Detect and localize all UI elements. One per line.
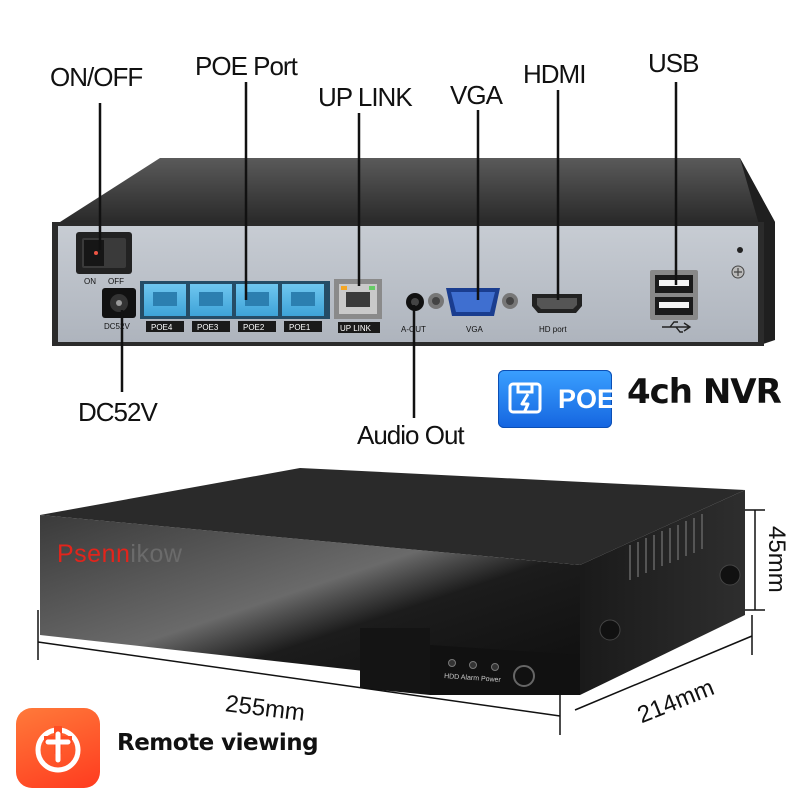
hdmi-label: HDMI xyxy=(523,59,586,89)
poe-plug-icon xyxy=(508,382,542,414)
dc52v-label: DC52V xyxy=(78,397,158,427)
poe-port-3 xyxy=(190,284,232,316)
rear-panel-illustration xyxy=(52,82,775,418)
hd-port-panel-text: HD port xyxy=(539,325,567,334)
device-front-illustration xyxy=(37,468,765,735)
height-dimension: 45mm xyxy=(763,526,790,593)
poe-port-1 xyxy=(282,284,324,316)
power-led xyxy=(491,663,499,671)
on-off-label: ON/OFF xyxy=(50,62,143,92)
indicator-dot xyxy=(737,247,743,253)
usb-ports xyxy=(650,270,698,320)
uplink-panel-text: UP LINK xyxy=(340,324,371,333)
dc-panel-text: DC52V xyxy=(104,322,130,331)
remote-viewing-text: Remote viewing xyxy=(117,730,319,756)
usb-label: USB xyxy=(648,48,699,78)
poe-port-2 xyxy=(236,284,278,316)
poe-badge: POE xyxy=(498,370,616,428)
vga-panel-text: VGA xyxy=(466,325,483,334)
up-link-label: UP LINK xyxy=(318,82,413,112)
alarm-led xyxy=(469,661,477,669)
usb-symbol-icon xyxy=(662,321,692,333)
poe3-text: POE3 xyxy=(197,323,219,332)
brand-grey-part: ikow xyxy=(130,540,183,568)
vga-label: VGA xyxy=(450,80,503,110)
poe4-text: POE4 xyxy=(151,323,173,332)
brand-red-part: Psenn xyxy=(57,540,131,568)
audio-out-label: Audio Out xyxy=(357,420,465,450)
front-button xyxy=(513,665,535,687)
switch-off-text: OFF xyxy=(108,277,124,286)
callout-lines xyxy=(98,82,678,418)
dimension-lines xyxy=(37,509,765,735)
poe-port-4 xyxy=(144,284,186,316)
tuya-app-icon xyxy=(16,708,100,788)
poe2-text: POE2 xyxy=(243,323,265,332)
hdd-led xyxy=(448,659,456,667)
nvr-title: 4ch NVR xyxy=(627,372,782,412)
poe1-text: POE1 xyxy=(289,323,311,332)
vga-port xyxy=(428,288,518,316)
aout-panel-text: A-OUT xyxy=(401,325,426,334)
poe-badge-text: POE xyxy=(558,384,616,414)
brand-logo-text: Psennikow xyxy=(57,540,182,569)
poe-port-label: POE Port xyxy=(195,51,298,81)
switch-on-text: ON xyxy=(84,277,96,286)
